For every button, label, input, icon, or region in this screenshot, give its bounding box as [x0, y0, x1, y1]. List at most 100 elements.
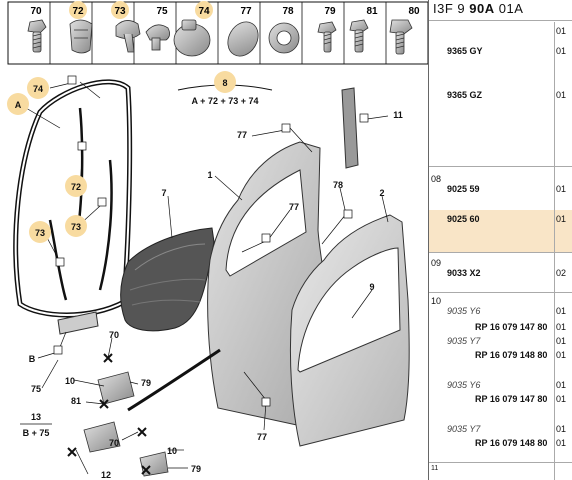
rp-reference: RP 16 079 147 80: [475, 322, 548, 332]
divider: [429, 20, 572, 21]
outer-door-panel-2: [289, 214, 410, 447]
strip-badge: [111, 1, 129, 19]
quantity: 01: [556, 214, 567, 224]
quantity: 01: [556, 380, 567, 390]
part-code: 9365 GY: [447, 46, 483, 56]
clip-73-icon: [115, 20, 141, 53]
part-code: 9025 60: [447, 214, 480, 224]
strip-part-label: 81: [366, 6, 378, 17]
part-code: 9035 Y7: [447, 336, 481, 346]
callout-77-top: 77: [237, 130, 247, 140]
header-prefix: I3F 9: [433, 1, 466, 16]
part-code: 9035 Y6: [447, 380, 481, 390]
callout-70-upper: 70: [109, 330, 119, 340]
callout-markers: [53, 75, 369, 407]
callout-77-bottom: 77: [257, 432, 267, 442]
callout-2: 2: [379, 188, 384, 198]
callout-12: 12: [101, 470, 111, 480]
part-code: 9033 X2: [447, 268, 481, 278]
parts-strip: 70 72 73 75 74 77 78 79 81 80: [7, 1, 429, 65]
group-number: 10: [431, 296, 442, 306]
callout-73-upper: 73: [71, 222, 81, 232]
callout-10-lower: 10: [167, 446, 177, 456]
quantity: 01: [556, 438, 567, 448]
quantity: 01: [556, 394, 567, 404]
callout-74: 74: [33, 84, 43, 94]
callout-79-upper: 79: [141, 378, 151, 388]
rp-reference: RP 16 079 148 80: [475, 438, 548, 448]
plug-77-icon: [227, 21, 259, 57]
callout-9: 9: [369, 282, 374, 292]
strip-part-label: 80: [408, 6, 420, 17]
callout-79-lower: 79: [191, 464, 201, 474]
strip-part-label: 73: [114, 6, 126, 17]
quantity: 01: [556, 184, 567, 194]
pin-75-icon: [145, 24, 170, 51]
highlight-badges: [7, 71, 236, 243]
group-11: 11: [431, 465, 439, 472]
screw-79-icon: [317, 21, 337, 53]
callout-11: 11: [393, 110, 403, 120]
part-code: 9365 GZ: [447, 90, 483, 100]
fastener-x-markers: [67, 353, 151, 475]
strip-part-label: 79: [324, 6, 336, 17]
divider: [429, 166, 572, 167]
strip-part-label: 72: [72, 6, 84, 17]
strip-part-label: 77: [240, 6, 252, 17]
formula-13: B + 75: [23, 428, 50, 438]
formula-8: A + 72 + 73 + 74: [192, 96, 259, 106]
quantity: 01: [556, 322, 567, 332]
plug-74-icon: [173, 19, 211, 57]
callout-13: 13: [31, 412, 41, 422]
part-code: 9035 Y6: [447, 306, 481, 316]
reference-header: I3F 9 90A 01A: [433, 1, 523, 16]
part-code: 9035 Y7: [447, 424, 481, 434]
callout-7: 7: [161, 188, 166, 198]
hinge-assembly: [83, 371, 169, 477]
part-thumbnails: [27, 19, 413, 57]
quantity: 01: [556, 46, 567, 56]
door-trim-panel-7: [120, 227, 215, 332]
rp-reference: RP 16 079 147 80: [475, 394, 548, 404]
strip-badge: [69, 1, 87, 19]
group-number: 08: [431, 174, 442, 184]
callout-8: 8: [222, 78, 227, 88]
callout-73-lower: 73: [35, 228, 45, 238]
divider: [429, 292, 572, 293]
parts-list-panel: I3F 9 90A 01A 01 9365 GY 01 9365 GZ 01 08 902…: [428, 0, 572, 480]
part-code: 9025 59: [447, 184, 480, 194]
qty-top: 01: [556, 26, 567, 36]
bolt-81-icon: [349, 19, 369, 53]
clip-72-icon: [69, 19, 93, 54]
group-number: 09: [431, 258, 442, 268]
callout-10-upper: 10: [65, 376, 75, 386]
pillar-trim-11: [341, 87, 359, 169]
grommet-78-icon: [268, 22, 300, 54]
strip-part-label: 75: [156, 6, 168, 17]
callout-B: B: [29, 354, 36, 364]
header-suffix: 01A: [498, 1, 524, 16]
callout-81: 81: [71, 396, 81, 406]
callout-77-mid: 77: [289, 202, 299, 212]
screw-70-icon: [27, 19, 47, 53]
strip-part-label: 70: [30, 6, 42, 17]
sill-strip-B: [57, 311, 99, 335]
quantity: 01: [556, 424, 567, 434]
quantity: 01: [556, 90, 567, 100]
quantity: 01: [556, 336, 567, 346]
quantity: 01: [556, 306, 567, 316]
strip-badge: [195, 1, 213, 19]
strip-part-label: 74: [198, 6, 210, 17]
callout-A: A: [15, 100, 22, 110]
header-code: 90A: [469, 1, 495, 16]
strip-part-label: 78: [282, 6, 294, 17]
selected-row-highlight: [429, 210, 572, 252]
callout-70-lower: 70: [109, 438, 119, 448]
bolt-80-icon: [389, 19, 413, 55]
callout-1: 1: [207, 170, 212, 180]
callout-78: 78: [333, 180, 343, 190]
callout-72: 72: [71, 182, 81, 192]
quantity: 01: [556, 350, 567, 360]
divider: [429, 252, 572, 253]
